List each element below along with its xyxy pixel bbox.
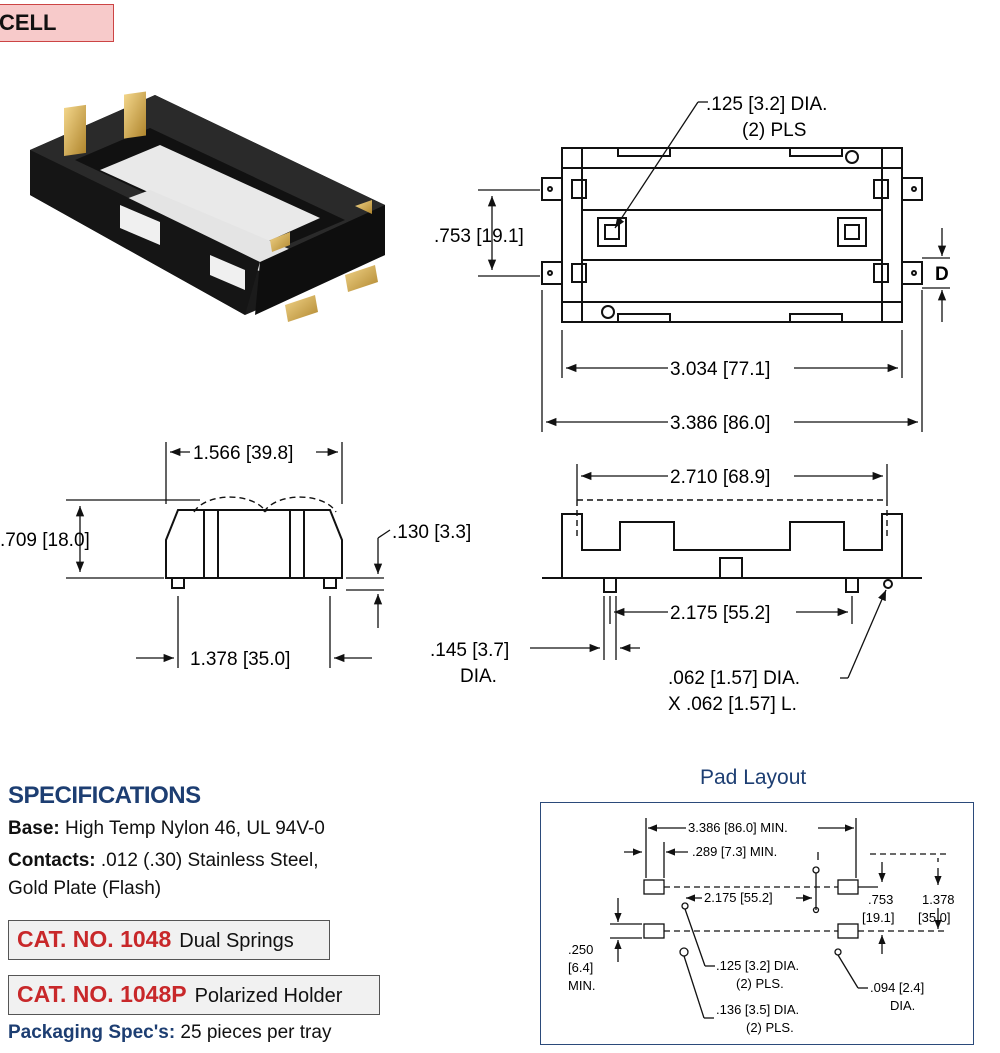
pad-hole-a-1: .125 [3.2] DIA. bbox=[716, 958, 799, 973]
pad-left-3: MIN. bbox=[568, 978, 595, 993]
pad-left-2: [6.4] bbox=[568, 960, 593, 975]
catalog-item-1048: CAT. NO. 1048 Dual Springs bbox=[8, 920, 330, 960]
cat-description-1048: Dual Springs bbox=[179, 930, 294, 952]
pin-diameter-label-2: DIA. bbox=[460, 666, 497, 687]
front-view-drawing bbox=[542, 499, 922, 593]
specifications-title: SPECIFICATIONS bbox=[8, 782, 201, 809]
cat-number-1048: CAT. NO. 1048 bbox=[17, 926, 172, 952]
packaging-spec: Packaging Spec's: 25 pieces per tray bbox=[8, 1022, 331, 1044]
spec-contacts-value: .012 (.30) Stainless Steel, bbox=[100, 850, 319, 871]
pad-hole-c-1: .094 [2.4] bbox=[870, 980, 924, 995]
d-dimension-label: D bbox=[935, 264, 949, 285]
hole-callout-1: .125 [3.2] DIA. bbox=[706, 94, 827, 115]
pad-hole-b-2: (2) PLS. bbox=[746, 1020, 794, 1035]
side-view-drawing bbox=[165, 496, 343, 589]
pad-pin-spacing: 2.175 [55.2] bbox=[704, 890, 773, 905]
pad-layout-box bbox=[540, 802, 974, 1045]
pad-hole-c-2: DIA. bbox=[890, 998, 915, 1013]
pad-v1-metric: [19.1] bbox=[862, 910, 895, 925]
battery-holder-image bbox=[30, 91, 385, 322]
spec-contacts-label: Contacts: bbox=[8, 850, 96, 871]
cat-number-1048p: CAT. NO. 1048P bbox=[17, 981, 187, 1007]
spec-base-value: High Temp Nylon 46, UL 94V-0 bbox=[65, 818, 325, 839]
packaging-label: Packaging Spec's: bbox=[8, 1022, 176, 1043]
peg-diameter-label-2: X .062 [1.57] L. bbox=[668, 694, 797, 715]
side-width-dimension: 1.566 [39.8] bbox=[193, 443, 293, 464]
header-label: CELL bbox=[0, 4, 114, 42]
pad-v2-metric: [35.0] bbox=[918, 910, 951, 925]
outer-width-dimension: 3.386 [86.0] bbox=[670, 413, 770, 434]
pad-layout-title: Pad Layout bbox=[700, 766, 807, 789]
front-pin-spacing-dimension: 2.175 [55.2] bbox=[670, 603, 770, 624]
technical-drawing: .125 [3.2] DIA. (2) PLS .753 [19.1] D 3.… bbox=[0, 91, 950, 715]
catalog-item-1048p: CAT. NO. 1048P Polarized Holder bbox=[8, 975, 380, 1015]
spec-base-label: Base: bbox=[8, 818, 60, 839]
pin-diameter-label-1: .145 [3.7] bbox=[430, 640, 509, 661]
cat-description-1048p: Polarized Holder bbox=[194, 985, 343, 1007]
spec-contacts-value-2: Gold Plate (Flash) bbox=[8, 878, 162, 899]
peg-diameter-label-1: .062 [1.57] DIA. bbox=[668, 668, 800, 689]
packaging-value: 25 pieces per tray bbox=[180, 1022, 332, 1043]
hole-callout-2: (2) PLS bbox=[742, 120, 806, 141]
spec-base: Base: High Temp Nylon 46, UL 94V-0 bbox=[8, 818, 325, 840]
top-view-drawing bbox=[541, 147, 923, 323]
side-height-dimension: .709 [18.0] bbox=[0, 530, 90, 551]
height-dimension: .753 [19.1] bbox=[434, 226, 524, 247]
pad-left-1: .250 bbox=[568, 942, 593, 957]
spec-contacts: Contacts: .012 (.30) Stainless Steel, bbox=[8, 850, 318, 872]
pad-hole-b-1: .136 [3.5] DIA. bbox=[716, 1002, 799, 1017]
pad-spacing-min: .289 [7.3] MIN. bbox=[692, 844, 777, 859]
front-top-width-dimension: 2.710 [68.9] bbox=[670, 467, 770, 488]
pad-layout-drawing: 3.386 [86.0] MIN. .289 [7.3] MIN. 2.175 … bbox=[568, 818, 955, 1035]
pad-min-width: 3.386 [86.0] MIN. bbox=[688, 820, 788, 835]
side-pin-spacing-dimension: 1.378 [35.0] bbox=[190, 649, 290, 670]
pad-hole-a-2: (2) PLS. bbox=[736, 976, 784, 991]
pad-v2: 1.378 bbox=[922, 892, 955, 907]
pin-height-dimension: .130 [3.3] bbox=[392, 522, 471, 543]
pad-v1: .753 bbox=[868, 892, 893, 907]
inner-width-dimension: 3.034 [77.1] bbox=[670, 359, 770, 380]
